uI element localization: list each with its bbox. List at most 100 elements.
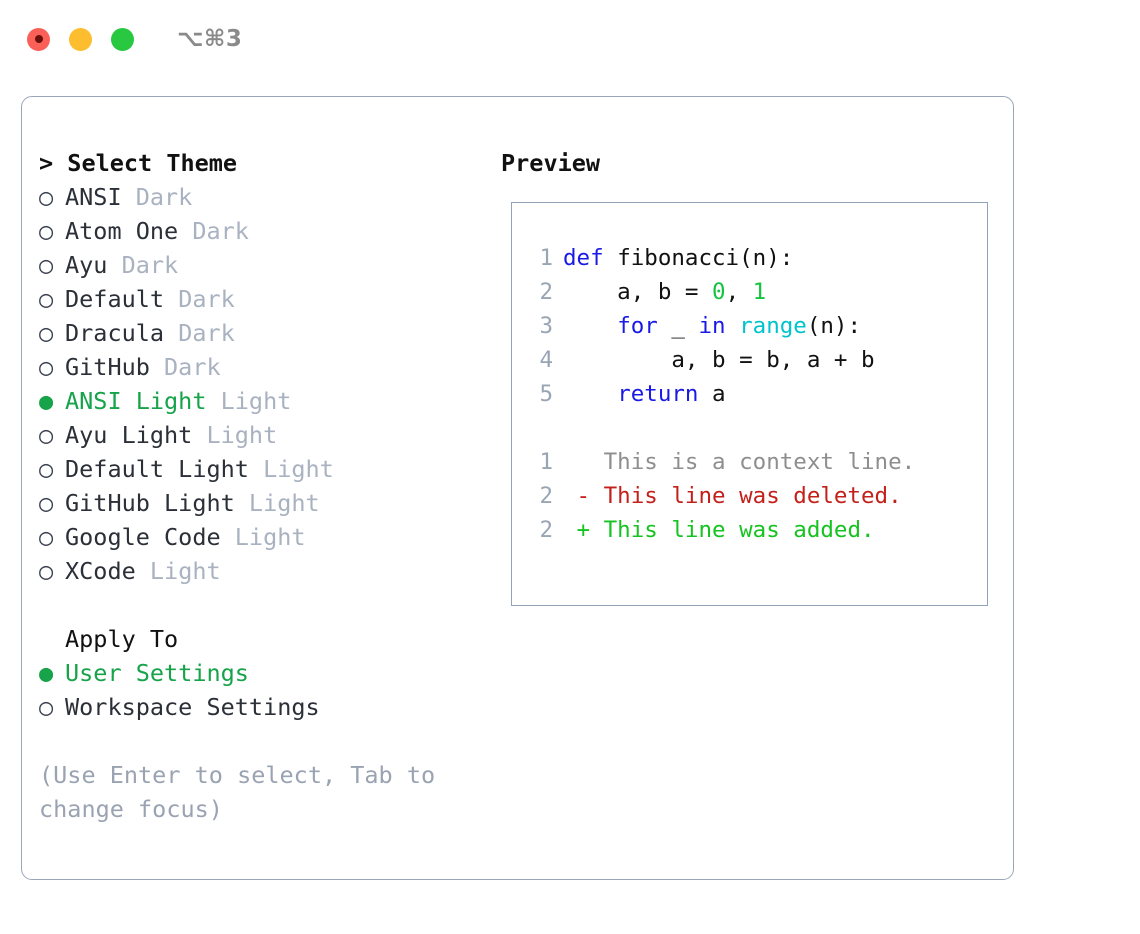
- radio-unselected-icon: ○: [39, 285, 54, 313]
- radio-unselected-icon: ○: [39, 557, 54, 585]
- theme-option[interactable]: ○ GitHub Light Light: [39, 486, 492, 520]
- code-token: [563, 381, 617, 407]
- code-token: a: [698, 381, 726, 407]
- theme-option-variant: Dark: [164, 285, 235, 313]
- code-token: return: [617, 381, 699, 407]
- code-token: _: [657, 313, 699, 339]
- theme-option-name: Default: [65, 285, 165, 313]
- code-token: fibonacci(n):: [617, 245, 794, 271]
- theme-option-variant: Light: [192, 421, 278, 449]
- code-token: (n):: [806, 313, 862, 339]
- radio-unselected-icon: ○: [39, 489, 54, 517]
- code-line: 1 def fibonacci(n):: [525, 241, 987, 275]
- radio-unselected-icon: ○: [39, 455, 54, 483]
- code-token: ,: [725, 279, 753, 305]
- line-number: 1: [539, 245, 553, 271]
- code-line: 5 return a: [525, 377, 987, 411]
- page-title: > Select Theme: [39, 149, 238, 177]
- theme-option[interactable]: ●ANSI Light Light: [39, 384, 492, 418]
- theme-option-name: Ayu Light: [65, 421, 193, 449]
- theme-option[interactable]: ○GitHub Dark: [39, 350, 492, 384]
- theme-option-name: Atom One: [65, 217, 179, 245]
- code-token: def: [563, 245, 618, 271]
- diff-text: - This line was deleted.: [563, 483, 902, 509]
- theme-option-variant: Light: [135, 557, 221, 585]
- theme-option-name: ANSI: [65, 183, 122, 211]
- theme-option-name: Default Light: [65, 455, 249, 483]
- theme-option-variant: Light: [220, 523, 306, 551]
- theme-option-name: XCode: [65, 557, 136, 585]
- theme-option[interactable]: ○ Google Code Light: [39, 520, 492, 554]
- preview-spacer: [525, 411, 987, 445]
- theme-option-name: GitHub Light: [65, 489, 235, 517]
- line-number: 4: [539, 347, 553, 373]
- maximize-window-button[interactable]: [111, 27, 134, 51]
- line-number: 2: [539, 279, 553, 305]
- radio-unselected-icon: ○: [39, 217, 54, 245]
- theme-option-variant: Light: [248, 455, 334, 483]
- apply-to-options[interactable]: ●User Settings ○ Workspace Settings: [39, 656, 492, 724]
- theme-option-variant: Light: [234, 489, 320, 517]
- radio-unselected-icon: ○: [39, 319, 54, 347]
- theme-option[interactable]: ○ Default Dark: [39, 282, 492, 316]
- code-token: for: [617, 313, 658, 339]
- line-number: 2: [539, 517, 553, 543]
- close-window-button[interactable]: [27, 27, 50, 51]
- code-text: def fibonacci(n):: [563, 241, 793, 275]
- theme-option-variant: Dark: [178, 217, 249, 245]
- code-token: a, b =: [563, 279, 713, 305]
- preview-title: Preview: [501, 149, 601, 177]
- code-text: for _ in range(n):: [563, 309, 861, 343]
- theme-option[interactable]: ○Ayu Dark: [39, 248, 492, 282]
- code-line: 2 a, b = 0, 1: [525, 275, 987, 309]
- apply-to-label: Apply To: [65, 625, 179, 653]
- theme-option[interactable]: ○Dracula Dark: [39, 316, 492, 350]
- theme-option[interactable]: ○ Atom One Dark: [39, 214, 492, 248]
- theme-option[interactable]: ○ XCode Light: [39, 554, 492, 588]
- radio-unselected-icon: ○: [39, 523, 54, 551]
- radio-unselected-icon: ○: [39, 693, 54, 721]
- radio-unselected-icon: ○: [39, 183, 54, 211]
- theme-option-name: GitHub: [65, 353, 150, 381]
- theme-option-variant: Dark: [107, 251, 179, 279]
- theme-option[interactable]: ○Ayu Light Light: [39, 418, 492, 452]
- code-token: range: [739, 313, 807, 339]
- theme-option-variant: Dark: [121, 183, 193, 211]
- line-number: 2: [539, 483, 553, 509]
- theme-option-name: Dracula: [65, 319, 165, 347]
- line-number: 3: [539, 313, 553, 339]
- code-line: 3 for _ in range(n):: [525, 309, 987, 343]
- code-line: 4 a, b = b, a + b: [525, 343, 987, 377]
- diff-line: 2 + This line was added.: [525, 513, 987, 547]
- theme-option-variant: Light: [206, 387, 292, 415]
- theme-option-name: ANSI Light: [65, 387, 207, 415]
- diff-line: 2 - This line was deleted.: [525, 479, 987, 513]
- main-card: > Select Theme ○ANSI Dark○Atom One Dark○…: [21, 96, 1014, 880]
- code-token: [726, 313, 740, 339]
- keyboard-shortcut-label: ⌥⌘3: [177, 26, 243, 52]
- line-number: 5: [539, 381, 553, 407]
- theme-selection-pane: > Select Theme ○ANSI Dark○Atom One Dark○…: [22, 97, 492, 879]
- theme-option-name: Google Code: [65, 523, 221, 551]
- radio-unselected-icon: ○: [39, 251, 54, 279]
- code-token: in: [698, 313, 726, 339]
- code-text: a, b = b, a + b: [563, 343, 875, 377]
- code-token: 0: [712, 279, 726, 305]
- theme-option[interactable]: ○ ANSI Dark: [39, 180, 492, 214]
- theme-list[interactable]: ○ANSI Dark○Atom One Dark○Ayu Dark○Defaul…: [39, 180, 492, 588]
- diff-text: + This line was added.: [563, 517, 875, 543]
- apply-to-option-label: Workspace Settings: [65, 693, 320, 721]
- code-token: a, b = b, a + b: [563, 347, 875, 373]
- traffic-light-group: [27, 27, 134, 51]
- diff-sample: 1 This is a context line.2 - This line w…: [525, 445, 987, 547]
- apply-to-option[interactable]: ●User Settings: [39, 656, 492, 690]
- apply-to-option[interactable]: ○ Workspace Settings: [39, 690, 492, 724]
- minimize-window-button[interactable]: [69, 27, 92, 51]
- theme-option[interactable]: ○ Default Light Light: [39, 452, 492, 486]
- diff-text: This is a context line.: [563, 449, 916, 475]
- title-bar: ⌥⌘3: [0, 0, 1140, 78]
